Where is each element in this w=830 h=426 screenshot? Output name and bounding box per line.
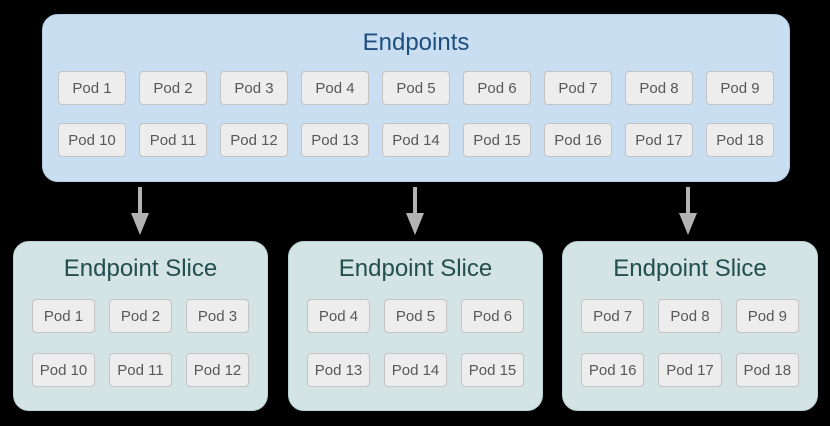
pod-item: Pod 16 <box>544 123 612 157</box>
pod-item: Pod 1 <box>58 71 126 105</box>
endpoints-title: Endpoints <box>362 29 470 56</box>
down-arrow-icon <box>130 187 150 235</box>
endpoints-box: Endpoints Pod 1 Pod 2 Pod 3 Pod 4 Pod 5 Pod 6… <box>42 14 790 182</box>
pod-item: Pod 2 <box>139 71 207 105</box>
slice-pod-grid: Pod 4 Pod 5 Pod 6 Pod 13 Pod 14 Pod 15 <box>307 299 524 387</box>
endpoint-slice-title: Endpoint Slice <box>63 255 218 282</box>
pod-item: Pod 17 <box>625 123 693 157</box>
pod-item: Pod 5 <box>384 299 447 333</box>
pod-item: Pod 3 <box>220 71 288 105</box>
pod-item: Pod 1 <box>32 299 95 333</box>
pod-item: Pod 5 <box>382 71 450 105</box>
pod-item: Pod 10 <box>32 353 95 387</box>
pod-item: Pod 4 <box>307 299 370 333</box>
pod-item: Pod 13 <box>307 353 370 387</box>
pod-item: Pod 11 <box>139 123 207 157</box>
pod-item: Pod 18 <box>735 353 799 387</box>
pod-item: Pod 15 <box>463 123 531 157</box>
pod-item: Pod 8 <box>625 71 693 105</box>
pod-item: Pod 6 <box>463 71 531 105</box>
pod-item: Pod 4 <box>301 71 369 105</box>
pod-item: Pod 14 <box>382 123 450 157</box>
down-arrow-icon <box>678 187 698 235</box>
pod-item: Pod 9 <box>735 299 799 333</box>
pod-item: Pod 13 <box>301 123 369 157</box>
pod-item: Pod 17 <box>658 353 722 387</box>
endpoints-pod-grid: Pod 1 Pod 2 Pod 3 Pod 4 Pod 5 Pod 6 Pod 7 Pod 8… <box>58 71 774 157</box>
endpoint-slice-title: Endpoint Slice <box>613 255 767 282</box>
slice-pod-grid: Pod 7 Pod 8 Pod 9 Pod 16 Pod 17 Pod 18 <box>581 299 799 387</box>
pod-item: Pod 11 <box>109 353 172 387</box>
pod-item: Pod 16 <box>581 353 645 387</box>
pod-item: Pod 10 <box>58 123 126 157</box>
pod-item: Pod 3 <box>186 299 249 333</box>
pod-item: Pod 6 <box>461 299 524 333</box>
down-arrow-icon <box>405 187 425 235</box>
pod-item: Pod 12 <box>186 353 249 387</box>
pod-item: Pod 7 <box>544 71 612 105</box>
endpoint-slice-title: Endpoint Slice <box>338 255 493 282</box>
pod-item: Pod 8 <box>658 299 722 333</box>
pod-item: Pod 2 <box>109 299 172 333</box>
pod-item: Pod 14 <box>384 353 447 387</box>
pod-item: Pod 9 <box>706 71 774 105</box>
slice-pod-grid: Pod 1 Pod 2 Pod 3 Pod 10 Pod 11 Pod 12 <box>32 299 249 387</box>
pod-item: Pod 7 <box>581 299 645 333</box>
pod-item: Pod 15 <box>461 353 524 387</box>
pod-item: Pod 18 <box>706 123 774 157</box>
pod-item: Pod 12 <box>220 123 288 157</box>
